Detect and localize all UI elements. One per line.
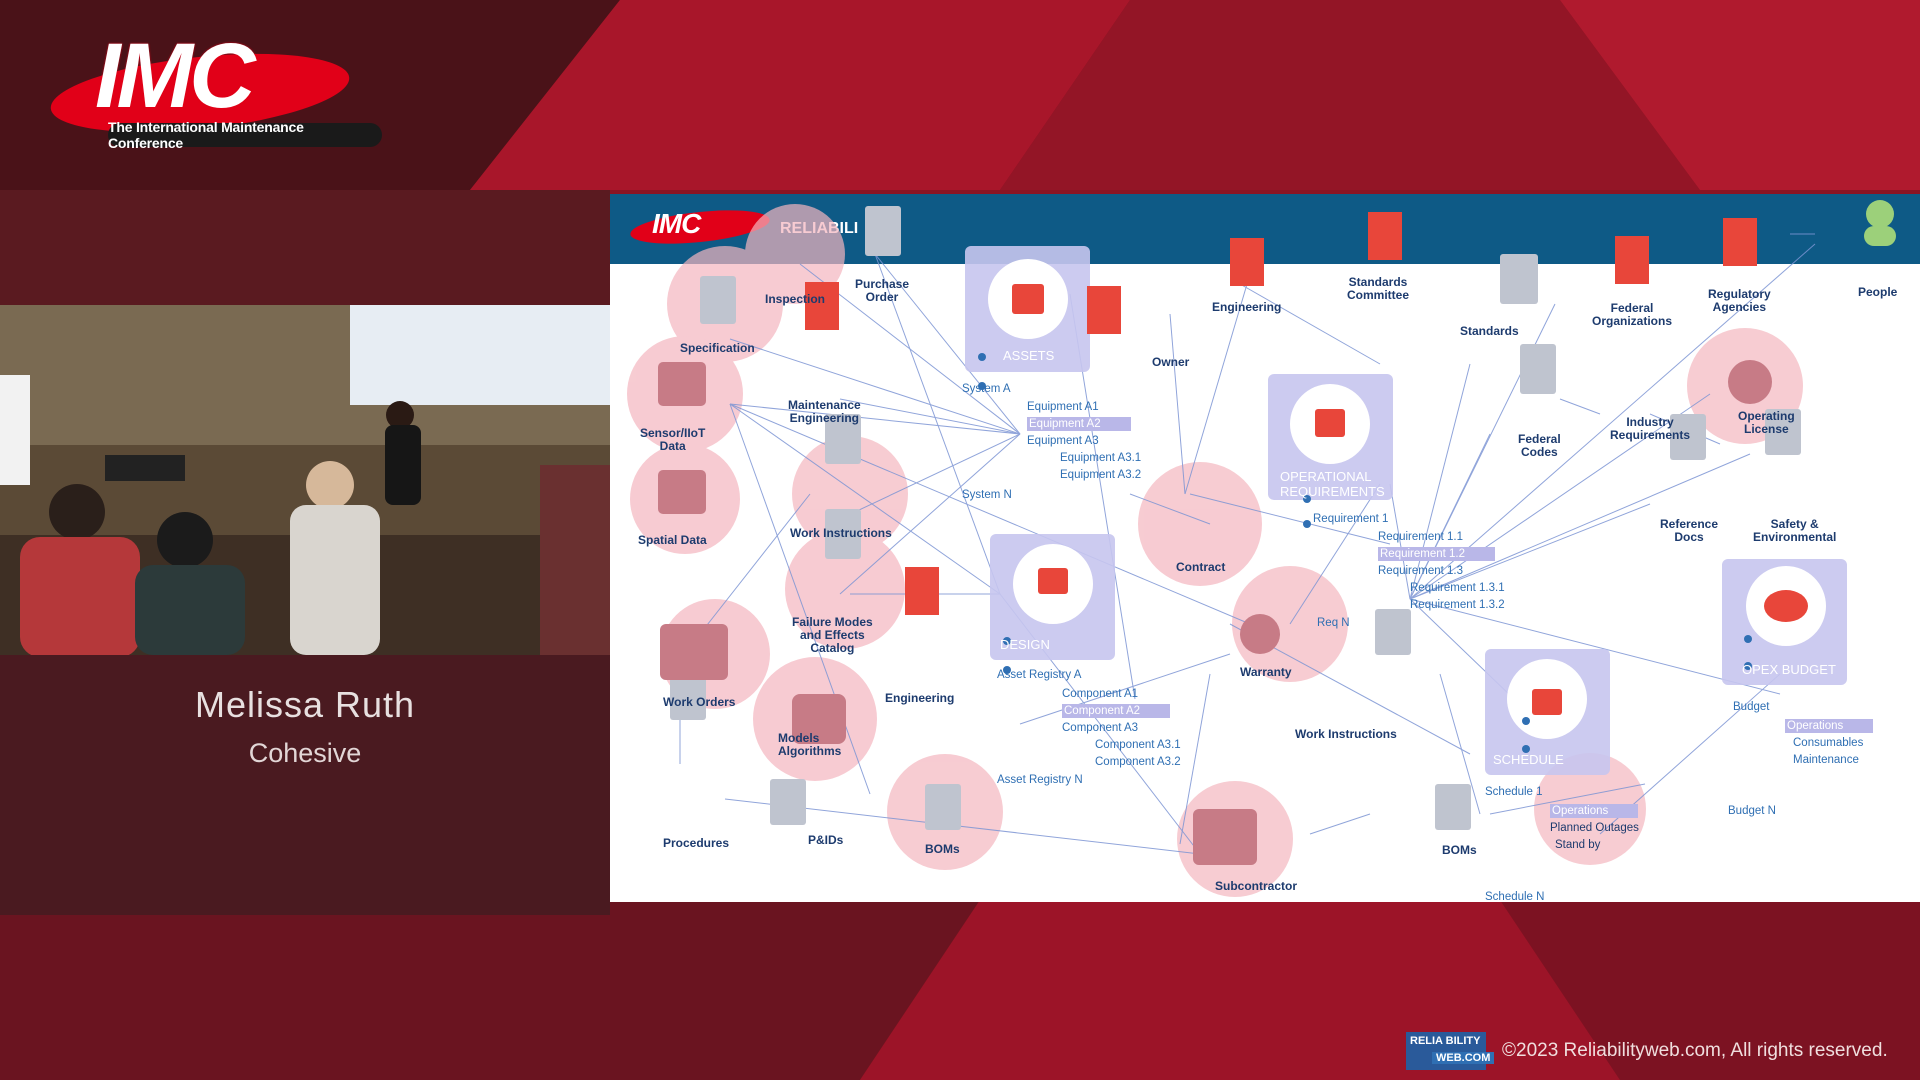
operational-requirements-title: OPERATIONAL REQUIREMENTS xyxy=(1280,469,1385,499)
node-owner: Owner xyxy=(1152,355,1190,369)
node-boms-left: BOMs xyxy=(925,842,960,856)
node-engineering-left: Engineering xyxy=(885,691,955,705)
node-people: People xyxy=(1858,285,1898,299)
schedule-tree-item-selected: Operations xyxy=(1550,804,1639,818)
req-tree-item: Requirement 1.1 xyxy=(1378,531,1464,543)
speaker-name: Melissa Ruth xyxy=(194,684,416,725)
name-panel-bg xyxy=(0,655,610,915)
budget-tree-item: Maintenance xyxy=(1793,754,1859,766)
req-tree-item-selected: Requirement 1.2 xyxy=(1378,547,1496,561)
design-tree-last: Asset Registry N xyxy=(997,774,1083,786)
schedule-box-title: SCHEDULE xyxy=(1493,752,1564,767)
schedule-tree-root: Schedule 1 xyxy=(1485,786,1543,798)
node-standards-committee: Standards Committee xyxy=(1347,275,1410,302)
req-tree-root: Requirement 1 xyxy=(1313,513,1389,525)
req-tree-item: Requirement 1.3 xyxy=(1378,565,1464,577)
budget-tree-root: Budget xyxy=(1733,701,1770,713)
node-warranty: Warranty xyxy=(1240,665,1292,679)
node-contract: Contract xyxy=(1176,560,1226,574)
node-work-instructions-right: Work Instructions xyxy=(1295,727,1397,741)
node-models-algorithms: Models Algorithms xyxy=(778,731,842,758)
design-tree-item: Component A3.1 xyxy=(1095,739,1181,751)
node-subcontractor: Subcontractor xyxy=(1215,879,1298,893)
node-specification: Specification xyxy=(680,341,755,355)
node-federal-codes: Federal Codes xyxy=(1518,432,1561,459)
badge-line1: RELIA BILITY xyxy=(1410,1035,1481,1047)
badge-line2: WEB.COM xyxy=(1432,1052,1495,1064)
design-tree-item: Component A1 xyxy=(1062,688,1139,700)
node-work-instructions: Work Instructions xyxy=(790,526,892,540)
node-sensor-data: Sensor/IIoT Data xyxy=(640,426,706,453)
speaker-video xyxy=(0,305,610,655)
assets-tree-item: Equipment A3 xyxy=(1027,435,1099,447)
node-inspection: Inspection xyxy=(765,292,826,306)
req-tree-item: Requirement 1.3.2 xyxy=(1410,599,1505,611)
design-tree-item: Component A3.2 xyxy=(1095,756,1181,768)
assets-tree-last: System N xyxy=(962,489,1012,501)
design-tree-item: Component A3 xyxy=(1062,722,1139,734)
req-tree-last: Req N xyxy=(1317,617,1350,629)
logo-swoosh xyxy=(50,53,350,133)
speaker-organization: Cohesive xyxy=(248,738,362,768)
assets-tree-item: Equipment A3.1 xyxy=(1060,452,1142,464)
req-tree-item: Requirement 1.3.1 xyxy=(1410,582,1505,594)
assets-tree-item: Equipment A1 xyxy=(1027,401,1099,413)
budget-tree-item: Consumables xyxy=(1793,737,1864,749)
node-regulatory-agencies: Regulatory Agencies xyxy=(1708,287,1771,314)
budget-tree-last: Budget N xyxy=(1728,805,1776,817)
schedule-tree-item: Stand by xyxy=(1555,839,1601,851)
budget-tree-item-selected: Operations xyxy=(1785,719,1874,733)
node-operating-license: Operating License xyxy=(1738,409,1795,436)
node-procedures: Procedures xyxy=(663,836,730,850)
node-purchase-order: Purchase Order xyxy=(855,277,910,304)
node-maintenance-engineering: Maintenance Engineering xyxy=(788,398,861,425)
node-engineering-top: Engineering xyxy=(1212,300,1282,314)
opex-budget-title: OPEX BUDGET xyxy=(1742,662,1836,677)
node-boms-right: BOMs xyxy=(1442,843,1477,857)
node-safety-environmental: Safety & Environmental xyxy=(1753,517,1837,544)
reliabilityweb-logo: RELIA BILITY WEB.COM xyxy=(1406,1032,1495,1070)
design-tree-root: Asset Registry A xyxy=(997,669,1082,681)
video-frame xyxy=(0,305,610,655)
copyright-text: ©2023 Reliabilityweb.com, All rights res… xyxy=(1502,1040,1888,1061)
schedule-tree-item: Planned Outages xyxy=(1550,822,1639,834)
assets-tree-item: Equipment A3.2 xyxy=(1060,469,1142,481)
node-spatial-data: Spatial Data xyxy=(638,533,707,547)
logo-tagline: The International Maintenance Conference xyxy=(108,119,382,151)
design-tree-item-selected: Component A2 xyxy=(1062,704,1171,718)
node-standards: Standards xyxy=(1460,324,1519,338)
node-fmea-catalog: Failure Modes and Effects Catalog xyxy=(792,615,873,655)
assets-box-title: ASSETS xyxy=(1003,348,1055,363)
node-work-orders: Work Orders xyxy=(663,695,736,709)
slide-logo-brand: IMC xyxy=(652,208,701,239)
assets-tree-item-selected: Equipment A2 xyxy=(1027,417,1131,431)
node-reference-docs: Reference Docs xyxy=(1660,517,1719,544)
node-pids: P&IDs xyxy=(808,833,844,847)
node-federal-organizations: Federal Organizations xyxy=(1592,301,1673,328)
diagram-graphics xyxy=(627,200,1896,897)
design-box-title: DESIGN xyxy=(1000,637,1050,652)
logo-brand: IMC xyxy=(95,25,256,127)
assets-tree-root: System A xyxy=(962,383,1011,395)
node-industry-requirements: Industry Requirements xyxy=(1610,415,1691,442)
schedule-tree-last: Schedule N xyxy=(1485,891,1545,902)
